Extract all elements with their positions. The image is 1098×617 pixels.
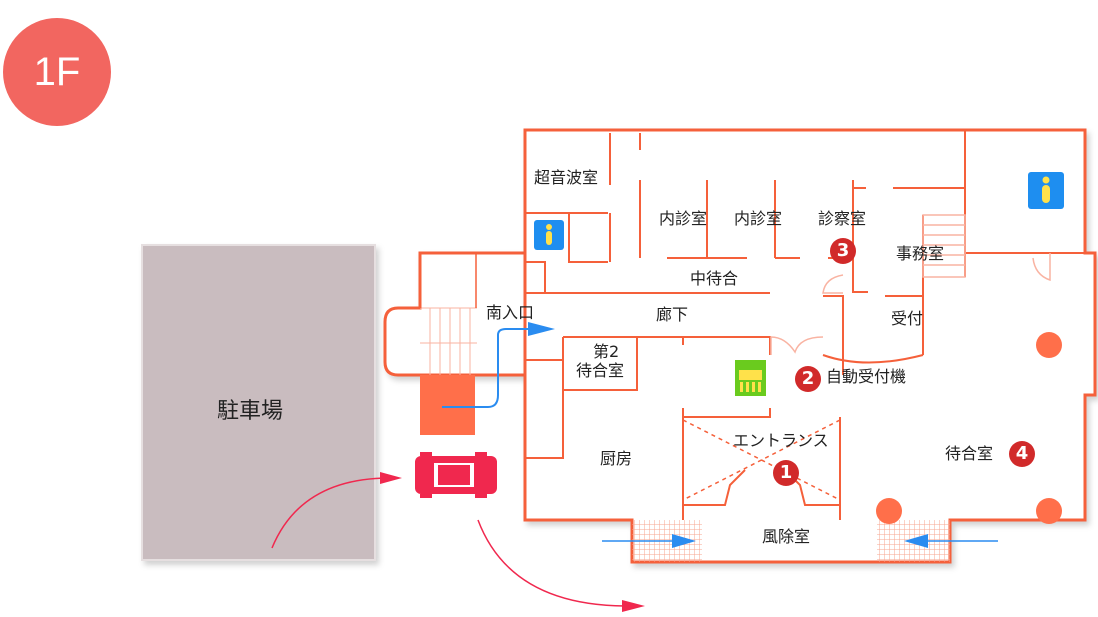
room-exam: 診察室: [818, 209, 867, 228]
room-office: 事務室: [896, 244, 945, 263]
marker-1: 1: [773, 460, 799, 486]
corridor-label: 廊下: [656, 305, 689, 324]
south-entrance-arrowhead: [528, 322, 555, 336]
room-internal-exam-2: 内診室: [734, 209, 783, 228]
car-in-arrow: [271, 472, 402, 549]
car-out-arrow: [477, 519, 645, 612]
vestibule-arrow-left: [602, 534, 696, 548]
restroom-icon-left: [534, 220, 564, 250]
parking-label: 駐車場: [217, 399, 284, 424]
parking-lot: [141, 244, 376, 561]
marker-2: 2: [795, 366, 821, 392]
restroom-icon-right: [1028, 172, 1064, 209]
marker-4: 4: [1009, 441, 1035, 467]
room-inner-waiting: 中待合: [690, 269, 739, 288]
room-internal-exam-1: 内診室: [659, 209, 708, 228]
room-second-waiting-line1: 第2: [593, 342, 620, 361]
entrance-label: エントランス: [733, 431, 829, 450]
south-entrance-arrow: [442, 328, 540, 408]
doors-and-stairs: [770, 214, 1051, 355]
floor-badge: 1F: [3, 18, 111, 126]
vestibule-arrow-right: [904, 534, 998, 548]
room-windbreak: 風除室: [762, 527, 811, 546]
room-second-waiting-line2: 待合室: [576, 361, 625, 380]
pillars: [876, 332, 1062, 524]
marker-3: 3: [830, 238, 856, 264]
auto-reception-machine-icon: [735, 360, 766, 396]
room-waiting: 待合室: [945, 444, 994, 463]
room-reception: 受付: [891, 309, 924, 328]
entrance-ramp: [420, 375, 475, 435]
entrance-door-swing: [682, 419, 841, 501]
car-icon: [415, 452, 497, 498]
south-entrance-label: 南入口: [486, 303, 535, 322]
room-ultrasound: 超音波室: [534, 168, 599, 187]
room-kitchen: 厨房: [600, 449, 633, 468]
stair-steps: [420, 307, 477, 375]
auto-reception-label: 自動受付機: [826, 367, 907, 386]
